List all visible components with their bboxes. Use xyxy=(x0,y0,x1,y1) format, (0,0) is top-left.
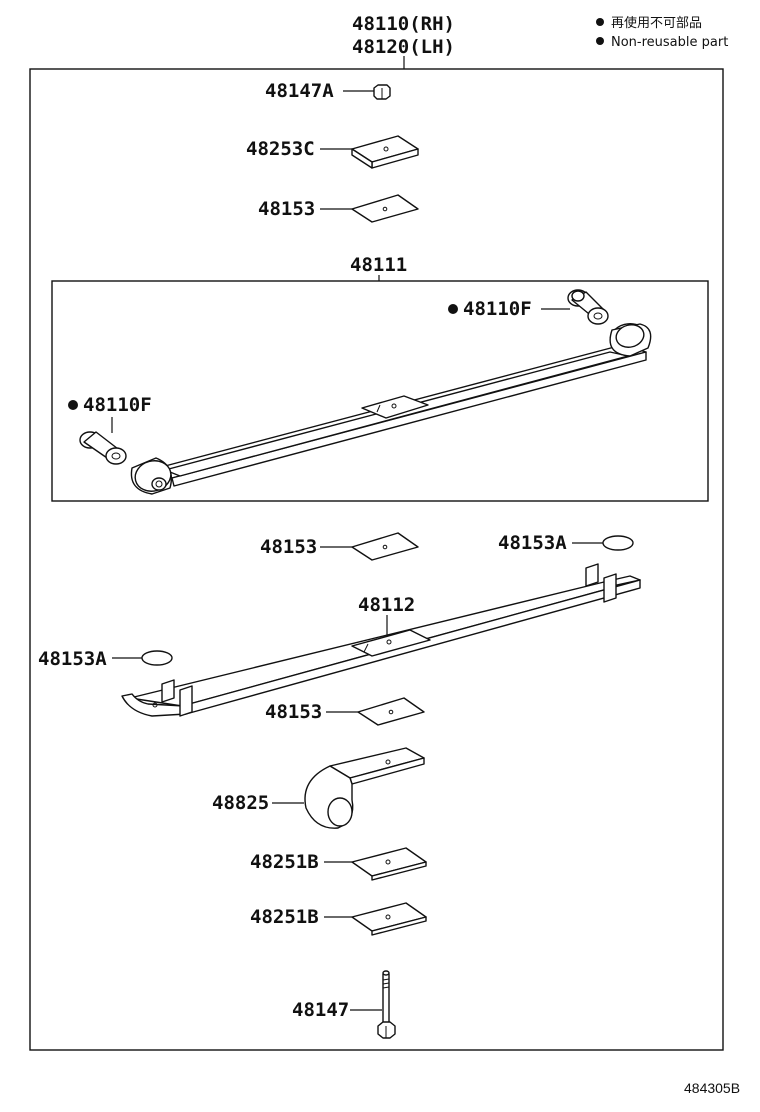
legend-en: Non-reusable part xyxy=(611,35,728,50)
bush-right-icon xyxy=(567,289,609,325)
label-no1-leaf: 48111 xyxy=(350,254,407,276)
label-center-bolt: 48147 xyxy=(292,999,349,1021)
spacer-2-icon xyxy=(351,902,427,936)
label-spacer-2: 48251B xyxy=(250,906,319,928)
bush-left-icon xyxy=(79,431,127,465)
no2-leaf-spring-icon xyxy=(121,563,641,717)
clip-pad-left-icon xyxy=(141,650,173,666)
non-reusable-marker-icon xyxy=(596,18,604,26)
legend: 再使用不可部品 Non-reusable part xyxy=(596,15,728,50)
upper-seat-icon xyxy=(351,135,419,169)
clamp-icon xyxy=(304,747,425,829)
upper-pad-icon xyxy=(351,194,419,223)
assembly-label-rh: 48110(RH) xyxy=(352,13,455,35)
assembly-label-lh: 48120(LH) xyxy=(352,36,455,58)
label-clamp: 48825 xyxy=(212,792,269,814)
non-reusable-marker-icon xyxy=(68,400,78,410)
no1-leaf-subassembly-box xyxy=(51,280,709,502)
label-bush-left: 48110F xyxy=(83,394,152,416)
label-no2-leaf: 48112 xyxy=(358,594,415,616)
non-reusable-marker-icon xyxy=(596,37,604,45)
label-upper-pad: 48153 xyxy=(258,198,315,220)
mid-pad-icon xyxy=(351,532,419,561)
non-reusable-marker-icon xyxy=(448,304,458,314)
label-mid-pad: 48153 xyxy=(260,536,317,558)
nut-icon xyxy=(373,84,391,100)
spacer-1-icon xyxy=(351,847,427,881)
label-nut: 48147A xyxy=(265,80,334,102)
label-lower-pad: 48153 xyxy=(265,701,322,723)
assembly-frame xyxy=(29,68,724,1051)
label-spacer-1: 48251B xyxy=(250,851,319,873)
clip-pad-right-icon xyxy=(602,535,634,551)
center-bolt-icon xyxy=(377,970,396,1039)
lower-pad-icon xyxy=(357,697,425,726)
label-bush-right: 48110F xyxy=(463,298,532,320)
label-clip-pad-right: 48153A xyxy=(498,532,567,554)
label-clip-pad-left: 48153A xyxy=(38,648,107,670)
label-upper-seat: 48253C xyxy=(246,138,315,160)
legend-jp: 再使用不可部品 xyxy=(611,15,702,31)
figure-code: 484305B xyxy=(684,1080,740,1096)
no1-leaf-spring-icon xyxy=(130,322,652,495)
